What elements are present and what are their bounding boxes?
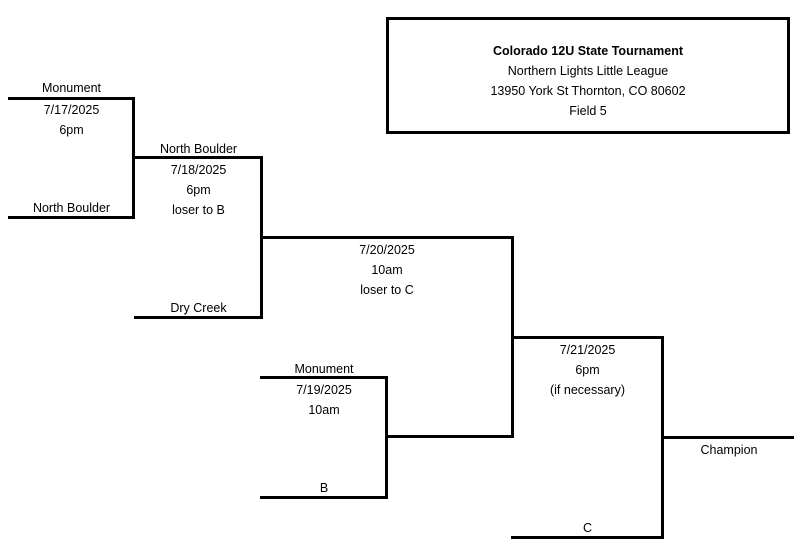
game-b-bottom-line [134, 316, 263, 319]
game-e-top-line [511, 336, 664, 339]
game-b-date: 7/18/2025 [170, 163, 227, 177]
game-a-time: 6pm [59, 123, 84, 137]
champion-label: Champion [700, 443, 758, 457]
tournament-title: Colorado 12U State Tournament [492, 44, 684, 58]
game-a-date: 7/17/2025 [43, 103, 100, 117]
game-a-top-line [8, 97, 135, 100]
game-b-time: 6pm [186, 183, 211, 197]
champion-line [661, 436, 794, 439]
game-b-top-line [132, 156, 263, 159]
game-d-date: 7/19/2025 [296, 383, 352, 397]
game-b-team-top: North Boulder [159, 142, 238, 156]
game-b-note: loser to B [172, 203, 225, 217]
field-name: Field 5 [569, 104, 607, 118]
game-e-bottom-line [511, 536, 664, 539]
league-name: Northern Lights Little League [507, 64, 669, 78]
game-c-date: 7/20/2025 [359, 243, 415, 257]
game-d-bottom-line [260, 496, 388, 499]
game-a-team-bottom: North Boulder [32, 201, 111, 215]
game-c-time: 10am [371, 263, 403, 277]
game-d-winner-line [385, 435, 514, 438]
game-d-team-bottom: B [319, 481, 329, 495]
game-a-team-top: Monument [41, 81, 102, 95]
tournament-info-box: Colorado 12U State Tournament Northern L… [386, 17, 790, 134]
game-a-bottom-line [8, 216, 135, 219]
game-b-team-bottom: Dry Creek [170, 301, 227, 315]
game-e-date: 7/21/2025 [559, 343, 616, 357]
game-c-note: loser to C [360, 283, 414, 297]
game-e-note: (if necessary) [549, 383, 626, 397]
game-c-top-line [260, 236, 514, 239]
game-d-time: 10am [308, 403, 340, 417]
game-e-team-bottom: C [582, 521, 593, 535]
game-d-top-line [260, 376, 388, 379]
game-d-team-top: Monument [294, 362, 354, 376]
venue-address: 13950 York St Thornton, CO 80602 [490, 84, 686, 98]
game-e-time: 6pm [575, 363, 600, 377]
